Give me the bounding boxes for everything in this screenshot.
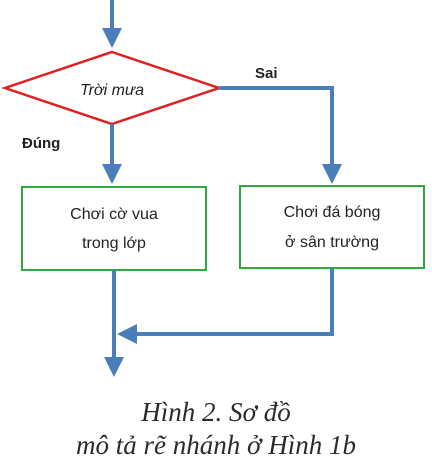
flowchart-diagram: Trời mưa Đúng Sai Chơi cờ vua trong lớp …: [1, 0, 425, 377]
process-left-box: [21, 186, 207, 271]
figure-caption-line1: Hình 2. Sơ đồ: [141, 397, 291, 427]
process-right-line1: Chơi đá bóng: [284, 204, 381, 221]
process-left-line2: trong lớp: [82, 235, 146, 252]
figure-caption-line2: mô tả rẽ nhánh ở Hình 1b: [76, 430, 356, 460]
process-left-line1: Chơi cờ vua: [70, 206, 158, 223]
process-right-box: [239, 185, 425, 269]
branch-yes-label: Đúng: [22, 135, 60, 152]
decision-label: Trời mưa: [80, 82, 144, 99]
connector-right-merge: [117, 268, 334, 344]
process-right-line2: ở sân trường: [285, 234, 379, 251]
arrow-no: [219, 86, 342, 184]
branch-no-label: Sai: [255, 65, 278, 82]
